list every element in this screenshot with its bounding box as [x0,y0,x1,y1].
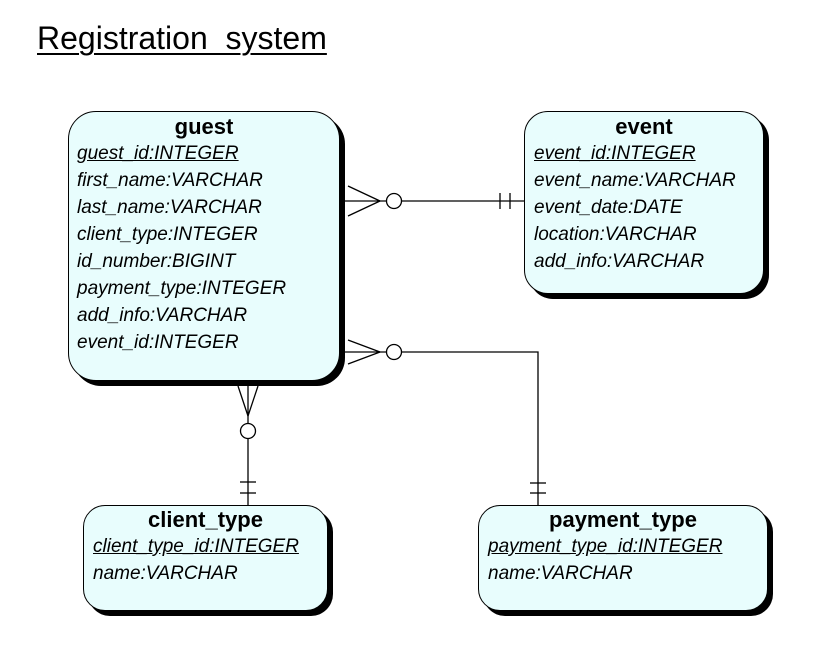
entity-client-type[interactable]: client_type client_type_id:INTEGER name:V… [83,505,328,611]
entity-name: event [615,114,673,139]
attribute: client_type:INTEGER [77,224,258,245]
primary-key-attribute: payment_type_id:INTEGER [488,536,723,557]
entity-name: guest [174,114,234,139]
attribute: add_info:VARCHAR [534,251,705,272]
relationship-guest-client-type [237,381,259,505]
primary-key-attribute: guest_id:INTEGER [77,143,239,164]
attribute: id_number:BIGINT [77,251,236,272]
attribute: event_date:DATE [534,197,683,218]
attribute: name:VARCHAR [93,563,238,584]
diagram-title: Registration system [37,20,327,56]
attribute: last_name:VARCHAR [77,197,262,218]
attribute-list: client_type_id:INTEGER name:VARCHAR [84,533,327,587]
entity-name: payment_type [549,507,697,532]
attribute-list: event_id:INTEGER event_name:VARCHAR event_… [525,140,763,275]
attribute: location:VARCHAR [534,224,697,245]
relationship-guest-payment-type [340,339,546,505]
attribute: first_name:VARCHAR [77,170,263,191]
relationship-guest-event [340,185,524,217]
attribute: payment_type:INTEGER [77,278,287,299]
attribute-list: guest_id:INTEGER first_name:VARCHAR last_n… [69,140,339,356]
primary-key-attribute: event_id:INTEGER [534,143,696,164]
attribute: event_name:VARCHAR [534,170,736,191]
entity-guest[interactable]: guest guest_id:INTEGER first_name:VARCHAR… [68,111,340,381]
attribute-list: payment_type_id:INTEGER name:VARCHAR [479,533,767,587]
attribute: name:VARCHAR [488,563,633,584]
attribute: event_id:INTEGER [77,332,239,353]
attribute: add_info:VARCHAR [77,305,248,326]
entity-event[interactable]: event event_id:INTEGER event_name:VARCHAR… [524,111,764,294]
entity-name: client_type [148,507,263,532]
primary-key-attribute: client_type_id:INTEGER [93,536,299,557]
